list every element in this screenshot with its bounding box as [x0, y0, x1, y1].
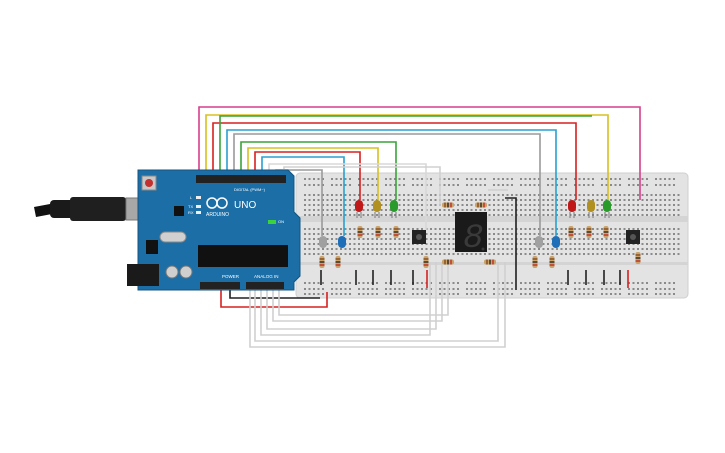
resistor[interactable] — [335, 256, 341, 268]
analog-header — [246, 282, 284, 289]
atmega-chip — [198, 245, 288, 267]
resistor[interactable] — [568, 226, 574, 238]
leds-right[interactable] — [568, 200, 611, 218]
led-green-left — [390, 200, 398, 218]
arduino-model-text: UNO — [234, 200, 256, 211]
led-gray-left — [319, 236, 327, 248]
led-red-left — [355, 200, 363, 218]
led-yellow-left — [373, 200, 381, 218]
wire-green-top — [219, 115, 592, 178]
l-label: L — [190, 195, 193, 200]
led-gray-right — [535, 236, 543, 248]
wire-white-a5 — [278, 262, 449, 316]
wire-pink — [198, 106, 641, 200]
wire-white-a1 — [254, 262, 499, 342]
wire-green-mid — [240, 141, 397, 200]
led-blue-left — [338, 236, 346, 248]
resistor[interactable] — [549, 256, 555, 268]
wire-red-power — [220, 284, 328, 308]
led-yellow-right — [587, 200, 595, 218]
seven-segment-display[interactable]: 8 — [455, 212, 487, 258]
power-label: POWER — [222, 274, 240, 279]
wire-black-disp — [505, 197, 517, 290]
wire-cyan-top — [226, 129, 557, 236]
wire-white-a4 — [272, 262, 443, 322]
leds-left[interactable] — [355, 200, 398, 218]
digital-label: DIGITAL (PWM~) — [234, 187, 266, 192]
resistor[interactable] — [603, 226, 609, 238]
resistor[interactable] — [393, 226, 399, 238]
led-red-right — [568, 200, 576, 218]
resistor[interactable] — [375, 226, 381, 238]
resistor[interactable] — [319, 256, 325, 268]
resistor[interactable] — [442, 259, 454, 265]
resistors[interactable] — [319, 202, 641, 269]
wire-gray-top — [233, 133, 541, 236]
resistor[interactable] — [532, 256, 538, 268]
seven-segment-digit: 8 — [463, 220, 483, 258]
wire-white-a3 — [266, 262, 437, 330]
arduino-logo — [206, 197, 228, 209]
arduino-brand-text: ARDUINO — [206, 212, 229, 218]
power-jack — [127, 264, 159, 286]
wire-white-a2 — [260, 262, 431, 336]
led-blue-right — [552, 236, 560, 248]
digital-header — [196, 175, 286, 183]
arduino-uno-board[interactable]: ARDUINO UNO DIGITAL (PWM~) POWER ANALOG … — [127, 169, 301, 291]
wire-yellow-top — [205, 114, 609, 200]
rx-label: RX — [188, 210, 194, 215]
wire-red-mid — [254, 151, 361, 200]
wire-cyan-mid — [261, 156, 345, 236]
resistor[interactable] — [442, 202, 454, 208]
resistor[interactable] — [484, 259, 496, 265]
resistor[interactable] — [475, 202, 487, 208]
push-button-left[interactable] — [412, 230, 426, 244]
resistor[interactable] — [357, 226, 363, 238]
breadboard-holes — [304, 178, 680, 295]
wire-white-a0 — [249, 262, 506, 348]
led-green-right — [603, 200, 611, 218]
resistor[interactable] — [423, 256, 429, 268]
push-button-right[interactable] — [626, 230, 640, 244]
indicator-leds[interactable] — [319, 236, 560, 248]
resistor[interactable] — [586, 226, 592, 238]
on-label: ON — [278, 219, 284, 224]
wire-red-top — [212, 122, 577, 200]
power-header — [200, 282, 240, 289]
resistor[interactable] — [635, 252, 641, 264]
analog-label: ANALOG IN — [254, 274, 279, 279]
wire-yellow-mid — [247, 147, 379, 200]
tx-label: TX — [188, 204, 193, 209]
usb-cable[interactable] — [34, 197, 157, 221]
wires — [198, 106, 641, 348]
